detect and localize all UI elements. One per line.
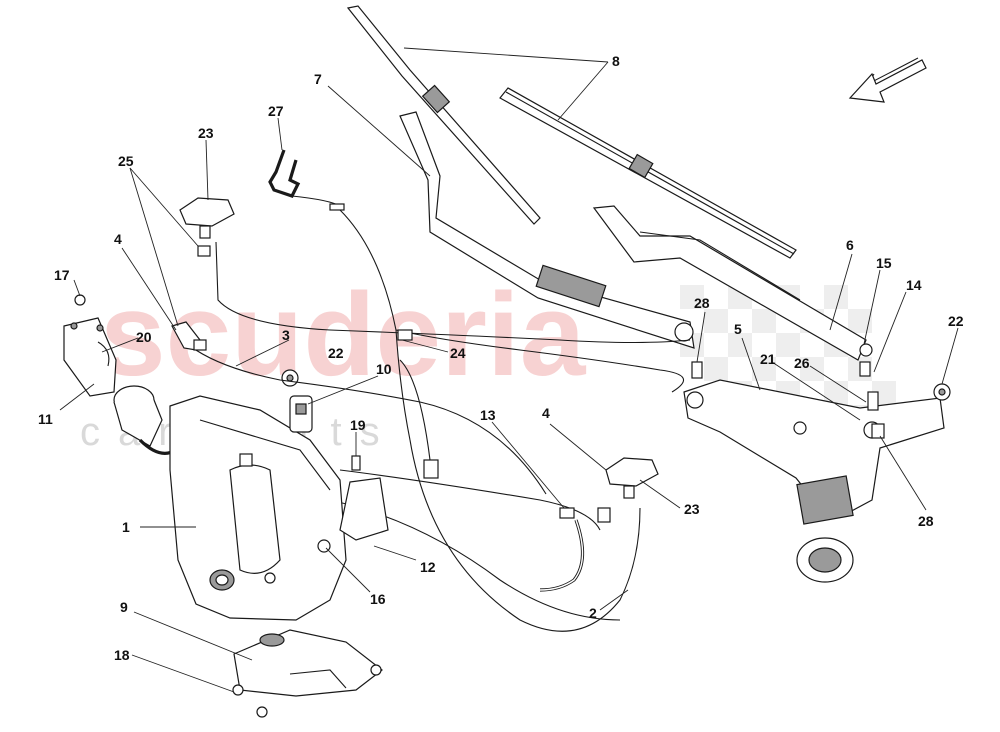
callout-24: 24	[450, 345, 466, 361]
callout-28-bottom: 28	[918, 513, 934, 529]
callout-3: 3	[282, 327, 290, 343]
callout-23-right: 23	[684, 501, 700, 517]
callout-25: 25	[118, 153, 134, 169]
callout-11: 11	[38, 411, 53, 427]
callout-6: 6	[846, 237, 854, 253]
callout-26: 26	[794, 355, 810, 371]
lower-mounting-bracket	[232, 629, 383, 718]
callout-7: 7	[314, 71, 322, 87]
callout-12: 12	[420, 559, 436, 575]
callout-16: 16	[370, 591, 386, 607]
hose-clip	[268, 149, 345, 211]
callout-22-right: 22	[948, 313, 964, 329]
callout-4-left: 4	[114, 231, 122, 247]
leader-lines	[59, 47, 959, 693]
callout-15: 15	[876, 255, 892, 271]
callout-2: 2	[589, 605, 597, 621]
wiper-blade-right	[499, 87, 797, 259]
hose-fitting	[193, 245, 211, 351]
callout-8: 8	[612, 53, 620, 69]
bolt-center	[281, 369, 299, 387]
callout-22-center: 22	[328, 345, 344, 361]
reservoir-filler-neck	[113, 385, 177, 455]
wiper-arm-left	[399, 111, 695, 349]
washer-reservoir	[169, 395, 347, 621]
bolt-right	[933, 383, 951, 401]
callout-20: 20	[136, 329, 152, 345]
callout-5: 5	[734, 321, 742, 337]
callout-4-right: 4	[542, 405, 550, 421]
callout-19: 19	[350, 417, 366, 433]
watermark-brand: scuderia	[100, 269, 587, 401]
callout-18: 18	[114, 647, 130, 663]
callout-23-left: 23	[198, 125, 214, 141]
washer-hoses	[189, 209, 691, 632]
direction-arrow-icon	[848, 57, 927, 103]
callout-14: 14	[906, 277, 922, 293]
wiper-linkage-frame	[683, 379, 945, 583]
wiper-arm-right	[592, 205, 867, 361]
washer-nozzle-right	[605, 457, 659, 499]
wiper-blade-left	[346, 5, 541, 225]
callout-1: 1	[122, 519, 130, 535]
pump-bracket	[63, 294, 117, 397]
callout-labels: 1 2 3 4 4 5 6 7 8 9 10 11 12 13 14 15 16…	[38, 53, 964, 663]
callout-10: 10	[376, 361, 392, 377]
callout-17: 17	[54, 267, 70, 283]
callout-13: 13	[480, 407, 496, 423]
callout-9: 9	[120, 599, 128, 615]
callout-28-top: 28	[694, 295, 710, 311]
callout-21: 21	[760, 351, 776, 367]
linkage-hardware	[691, 343, 885, 439]
washer-nozzle-left	[179, 197, 235, 239]
reservoir-bracket	[339, 455, 389, 541]
washer-pump	[289, 395, 313, 433]
callout-27: 27	[268, 103, 284, 119]
